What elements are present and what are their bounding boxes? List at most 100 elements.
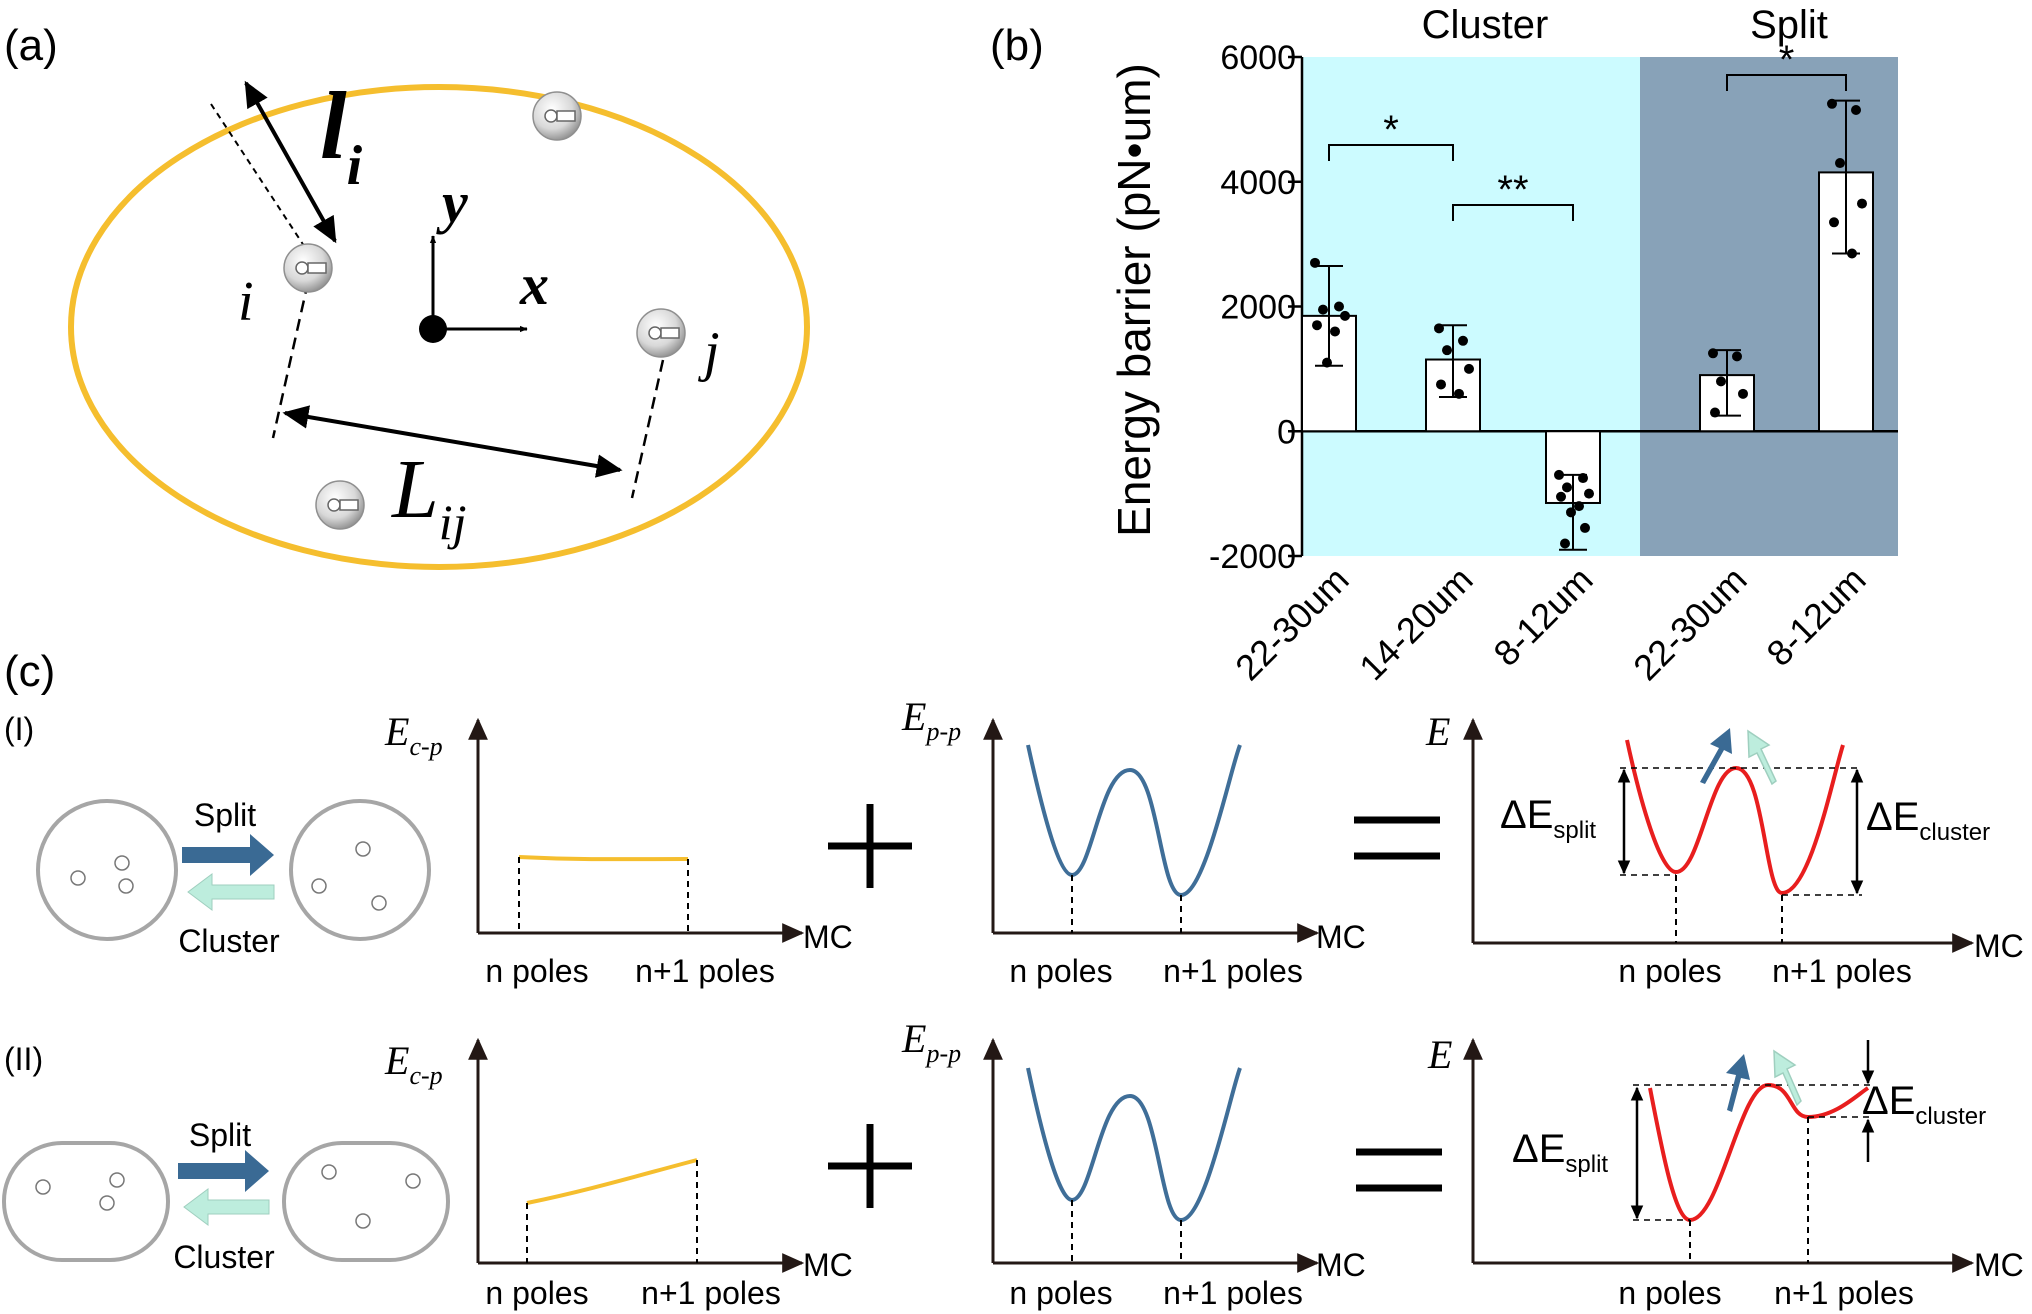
y-symbol: E xyxy=(1427,1032,1452,1077)
x-tick-label: 8-12um xyxy=(1485,559,1600,674)
tick-n-poles: n poles xyxy=(1618,953,1721,989)
length-guide-l xyxy=(210,103,311,256)
y-symbol: E xyxy=(1425,709,1450,754)
cluster-label: Cluster xyxy=(173,1239,275,1275)
pole-glyphs xyxy=(35,1172,125,1211)
cell-clustered xyxy=(36,799,178,941)
data-point xyxy=(1708,348,1718,359)
pole-glyphs xyxy=(70,855,134,894)
data-point xyxy=(1710,407,1720,418)
data-point xyxy=(1829,217,1839,228)
equals-sign xyxy=(1354,816,1442,1192)
data-point xyxy=(1434,323,1444,334)
x-axis-label: x xyxy=(519,252,549,317)
split-up-arrow xyxy=(1726,1054,1750,1112)
row-label-I: (I) xyxy=(4,711,34,747)
cell-outline xyxy=(68,84,810,570)
significance-bracket xyxy=(1452,204,1574,221)
L-ij-label: Lij xyxy=(391,443,467,550)
plot-ecp-1: Ec-p MC n poles n+1 poles xyxy=(384,709,853,989)
length-guide-j xyxy=(630,359,665,499)
plus-sign xyxy=(828,804,912,1208)
tick-n1-poles: n+1 poles xyxy=(1163,953,1303,989)
data-point xyxy=(1716,376,1726,387)
cluster-label: Cluster xyxy=(178,923,280,959)
data-point xyxy=(1574,501,1584,512)
j-label: j xyxy=(698,321,720,383)
plot-epp-2: Ep-p MC n poles n+1 poles xyxy=(901,1016,1366,1311)
data-point xyxy=(1310,257,1320,268)
total-curve xyxy=(1648,1082,1870,1223)
split-label: Split xyxy=(194,797,256,833)
data-point xyxy=(1554,469,1564,480)
tick-n-poles: n poles xyxy=(485,1275,588,1311)
data-point xyxy=(1738,388,1748,399)
chart-points xyxy=(1310,98,1867,549)
significance-bracket xyxy=(1328,144,1454,161)
x-tick-label: 14-20um xyxy=(1351,559,1480,688)
data-point xyxy=(1312,320,1322,331)
data-point xyxy=(1584,488,1594,499)
x-axis-label: MC xyxy=(803,919,853,955)
chart-axis: -2000 0 2000 4000 6000 xyxy=(1209,39,1898,576)
data-point xyxy=(1562,482,1572,493)
x-axis-label: MC xyxy=(803,1247,853,1283)
plot-total-1: E ΔEsplit ΔEcluster MC n poles n+1 poles xyxy=(1425,709,2024,989)
chart-significance: **** xyxy=(1328,38,1847,221)
epp-curve xyxy=(1026,744,1242,898)
plot-ecp-2: Ec-p MC n poles n+1 poles xyxy=(384,1037,853,1311)
pole-glyphs xyxy=(321,1164,421,1229)
y-tick-label: 6000 xyxy=(1220,39,1296,77)
cell-elongated-clustered xyxy=(2,1141,170,1262)
y-tick-label: 4000 xyxy=(1220,164,1296,202)
total-curve xyxy=(1625,739,1845,896)
data-point xyxy=(1458,335,1468,346)
split-arrow xyxy=(182,834,274,876)
data-point xyxy=(1827,98,1837,109)
tick-n-poles: n poles xyxy=(485,953,588,989)
data-point xyxy=(1340,310,1350,321)
data-point xyxy=(1318,304,1328,315)
ecp-curve xyxy=(518,855,689,862)
data-point xyxy=(1464,363,1474,374)
y-tick-label: -2000 xyxy=(1209,538,1296,576)
y-symbol: Ec-p xyxy=(384,1038,443,1090)
data-point xyxy=(1578,473,1588,484)
cell-split xyxy=(289,799,431,941)
split-label: Split xyxy=(189,1117,251,1153)
x-tick-label: 22-30um xyxy=(1227,559,1356,688)
arrow-l-i xyxy=(244,80,337,244)
data-point xyxy=(1330,326,1340,337)
y-tick-label: 0 xyxy=(1277,413,1296,451)
data-point xyxy=(1442,345,1452,356)
arrow-L-ij xyxy=(282,405,623,478)
pole-sphere-j xyxy=(636,308,686,358)
data-point xyxy=(1556,491,1566,502)
cluster-arrow xyxy=(187,873,275,911)
data-point xyxy=(1560,538,1570,549)
delta-split-label: ΔEsplit xyxy=(1512,1127,1608,1178)
tick-n-poles: n poles xyxy=(1009,953,1112,989)
panel-a: (a) y x xyxy=(4,21,810,570)
significance-label: * xyxy=(1383,108,1399,152)
y-symbol: Ep-p xyxy=(901,1016,961,1068)
data-point xyxy=(1857,198,1867,209)
pole-sphere xyxy=(315,480,365,530)
y-tick-label: 2000 xyxy=(1220,289,1296,327)
data-point xyxy=(1580,522,1590,533)
significance-label: * xyxy=(1779,38,1795,82)
data-point xyxy=(1334,301,1344,312)
x-tick-label: 22-30um xyxy=(1625,559,1754,688)
i-label: i xyxy=(238,271,254,333)
transition-row-1: Split Cluster xyxy=(178,797,280,959)
ecp-curve xyxy=(526,1158,698,1205)
significance-label: ** xyxy=(1497,168,1528,212)
data-point xyxy=(1322,357,1332,368)
data-point xyxy=(1851,105,1861,116)
data-point xyxy=(1835,158,1845,169)
panel-label-c: (c) xyxy=(4,647,55,696)
tick-n1-poles: n+1 poles xyxy=(1772,953,1912,989)
length-guide-i xyxy=(271,281,310,439)
x-axis-label: MC xyxy=(1316,1247,1366,1283)
